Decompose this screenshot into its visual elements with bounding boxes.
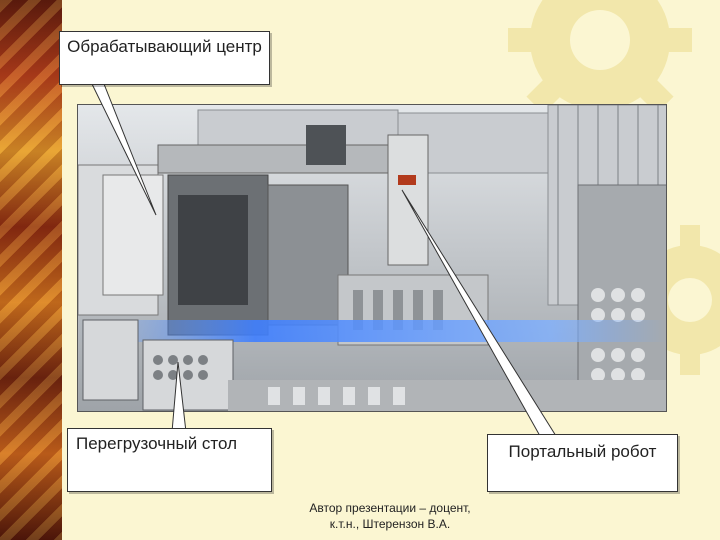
callout-machining-center: Обрабатывающий центр [59, 31, 270, 85]
author-credit-line-1: Автор презентации – доцент, [309, 501, 471, 515]
callout-loading-table: Перегрузочный стол [67, 428, 272, 492]
callout-loading-table-label: Перегрузочный стол [76, 434, 238, 453]
author-credit-line-2: к.т.н., Штерензон В.А. [329, 517, 451, 531]
decorative-gear-strip [0, 0, 62, 540]
author-credit: Автор презентации – доцент, к.т.н., Штер… [290, 500, 490, 532]
callout-gantry-robot-label: Портальный робот [508, 442, 657, 461]
callout-gantry-robot: Портальный робот [487, 434, 678, 492]
callout-machining-center-label: Обрабатывающий центр [67, 37, 262, 56]
decorative-gear-strip-texture [0, 0, 62, 540]
factory-photo [77, 104, 667, 412]
